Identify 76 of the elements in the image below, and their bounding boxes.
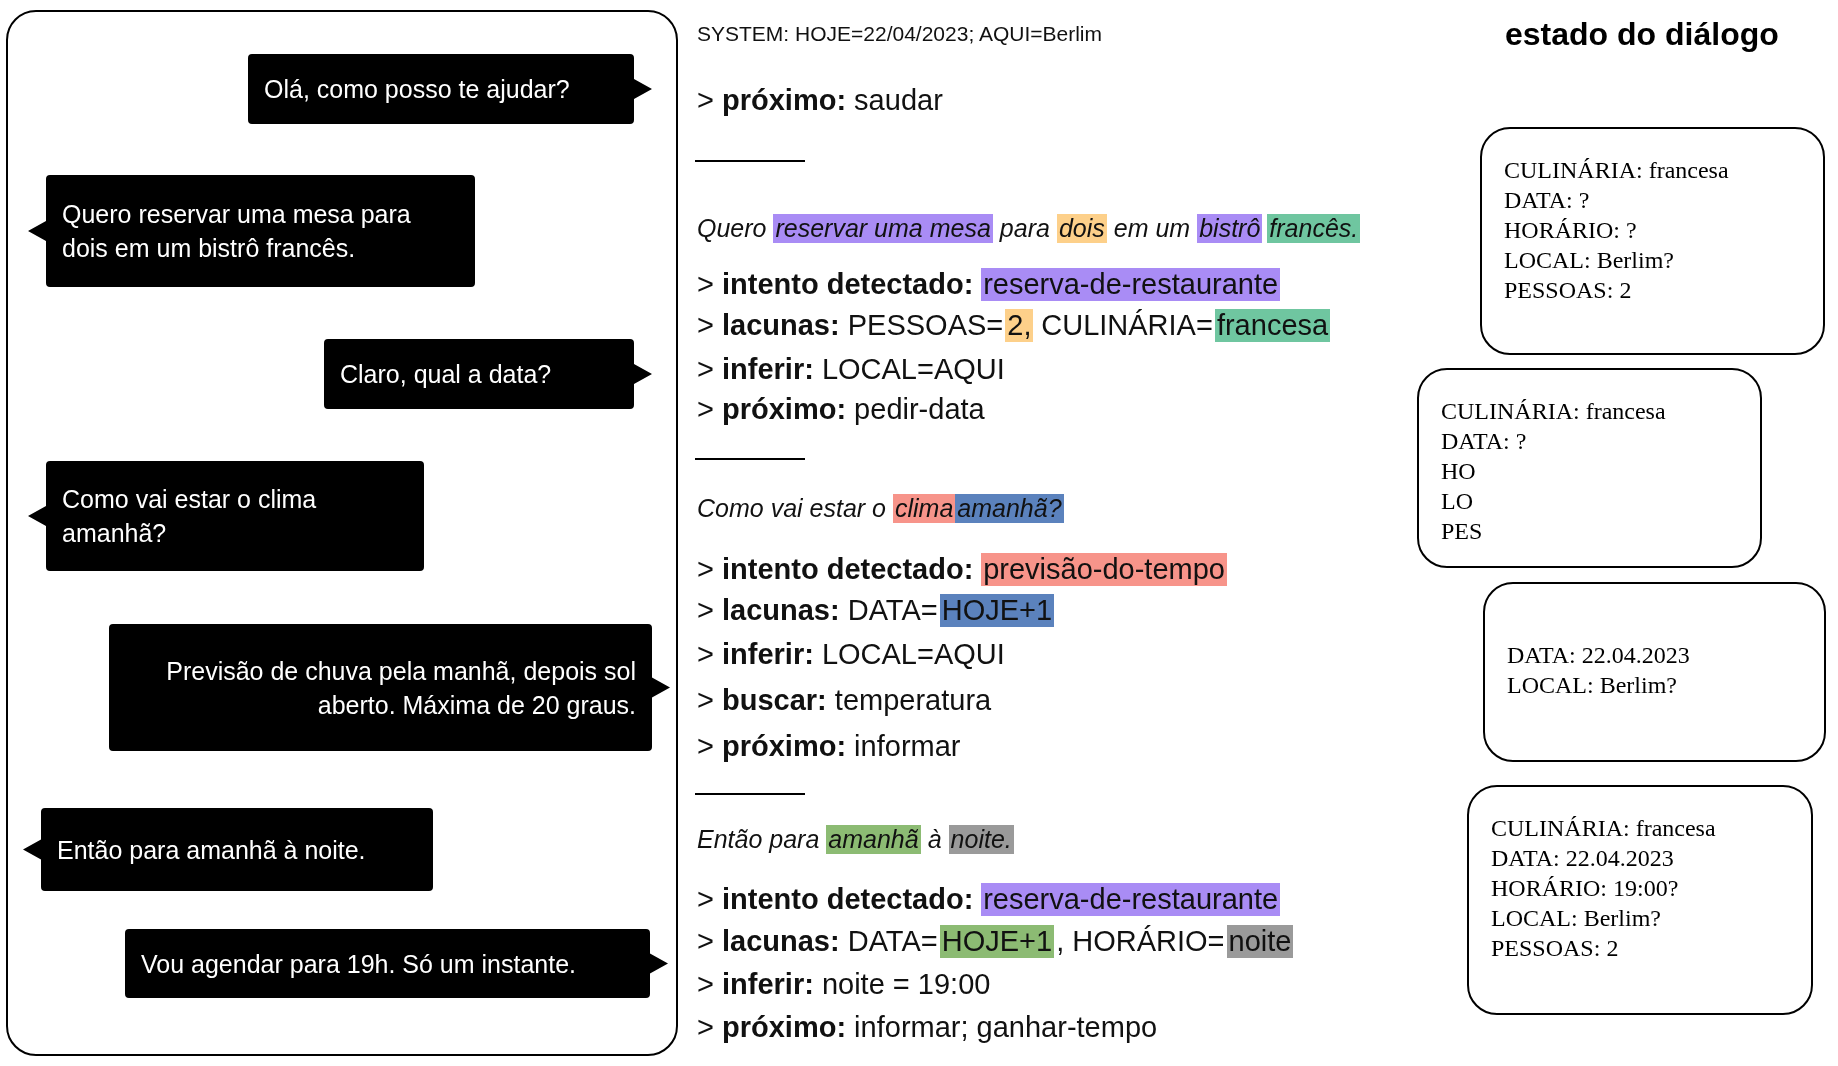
highlighted-text: reservar uma mesa — [773, 214, 993, 243]
annotation-text: > lacunas: PESSOAS= — [696, 309, 1005, 342]
annotation-text: em um — [1112, 214, 1192, 243]
annotation-text: > próximo: pedir-data — [696, 393, 986, 426]
speech-bubble — [248, 54, 652, 124]
state-card — [1483, 582, 1826, 762]
highlighted-text: francês. — [1267, 214, 1361, 243]
message-text: Previsão de chuva pela manhã, depois sol aberto. Máxima de 20 graus. — [165, 655, 636, 721]
state-text: LOCAL: Berlim? — [1504, 246, 1674, 275]
annotation-text: > intento detectado: — [696, 883, 975, 916]
highlighted-text: noite — [1226, 925, 1294, 958]
state-text: DATA: ? — [1441, 427, 1527, 456]
highlighted-text: previsão-do-tempo — [981, 553, 1227, 586]
state-card — [1467, 785, 1813, 1015]
state-text: PESSOAS: 2 — [1504, 276, 1632, 305]
message-text: Quero reservar uma mesa para dois em um bistrô francês. — [62, 199, 412, 264]
annotation-text: > próximo: saudar — [696, 84, 944, 117]
speech-bubble — [109, 624, 670, 751]
state-text: HORÁRIO: ? — [1504, 216, 1637, 245]
annotation-text: > buscar: temperatura — [696, 684, 993, 717]
annotation-text: para — [998, 214, 1051, 243]
state-text: PESSOAS: 2 — [1491, 934, 1619, 963]
annotation-text: > intento detectado: — [696, 553, 975, 586]
annotation-text: > inferir: LOCAL=AQUI — [696, 353, 1006, 386]
state-text: LOCAL: Berlim? — [1507, 671, 1677, 700]
state-text: LO — [1441, 487, 1473, 516]
message-text: Olá, como posso te ajudar? — [264, 74, 571, 105]
highlighted-text: noite. — [948, 825, 1014, 854]
highlighted-text: amanhã — [826, 825, 921, 854]
speech-bubble — [324, 339, 652, 409]
state-text: CULINÁRIA: francesa — [1491, 814, 1716, 843]
annotation-text: SYSTEM: HOJE=22/04/2023; AQUI=Berlim — [696, 22, 1103, 46]
state-card — [1417, 368, 1762, 568]
annotation-text: > intento detectado: — [696, 268, 975, 301]
chat-panel — [6, 10, 678, 1056]
state-text: HO — [1441, 457, 1476, 486]
annotation-text: > próximo: informar; ganhar-tempo — [696, 1011, 1159, 1044]
annotation-text: à — [926, 825, 943, 854]
annotation-text: > lacunas: DATA= — [696, 925, 939, 958]
speech-bubble — [28, 461, 424, 571]
annotation-text: , HORÁRIO= — [1055, 925, 1226, 958]
annotation-text: Quero — [696, 214, 768, 243]
highlighted-text: dois — [1056, 214, 1107, 243]
annotation-text: > inferir: LOCAL=AQUI — [696, 638, 1006, 671]
highlighted-text: 2, — [1005, 309, 1034, 342]
state-text: CULINÁRIA: francesa — [1504, 156, 1729, 185]
state-text: DATA: ? — [1504, 186, 1590, 215]
annotation-text: > inferir: noite = 19:00 — [696, 968, 992, 1001]
state-text: CULINÁRIA: francesa — [1441, 397, 1666, 426]
message-text: Como vai estar o clima amanhã? — [62, 484, 318, 549]
highlighted-text: HOJE+1 — [939, 594, 1055, 627]
heading: estado do diálogo — [1505, 16, 1779, 53]
highlighted-text: reserva-de-restaurante — [981, 268, 1281, 301]
annotation-text: > próximo: informar — [696, 730, 962, 763]
state-text: PES — [1441, 517, 1483, 546]
speech-bubble — [125, 929, 668, 998]
highlighted-text: francesa — [1214, 309, 1331, 342]
annotation-text: CULINÁRIA= — [1040, 309, 1214, 342]
highlighted-text: bistrô — [1197, 214, 1263, 243]
speech-bubble — [23, 808, 433, 891]
annotation-text: Então para — [696, 825, 821, 854]
state-card — [1480, 127, 1825, 355]
message-text: Claro, qual a data? — [340, 359, 553, 390]
state-text: DATA: 22.04.2023 — [1491, 844, 1674, 873]
state-text: HORÁRIO: 19:00? — [1491, 874, 1679, 903]
highlighted-text: HOJE+1 — [939, 925, 1055, 958]
state-text: DATA: 22.04.2023 — [1507, 641, 1690, 670]
speech-bubble — [28, 175, 475, 287]
highlighted-text: reserva-de-restaurante — [981, 883, 1281, 916]
highlighted-text: amanhã? — [955, 494, 1064, 523]
highlighted-text: clima — [892, 494, 956, 523]
message-text: Vou agendar para 19h. Só um instante. — [141, 948, 578, 980]
annotation-text: Como vai estar o — [696, 494, 887, 523]
annotation-text: > lacunas: DATA= — [696, 594, 939, 627]
state-text: LOCAL: Berlim? — [1491, 904, 1661, 933]
message-text: Então para amanhã à noite. — [57, 834, 367, 866]
